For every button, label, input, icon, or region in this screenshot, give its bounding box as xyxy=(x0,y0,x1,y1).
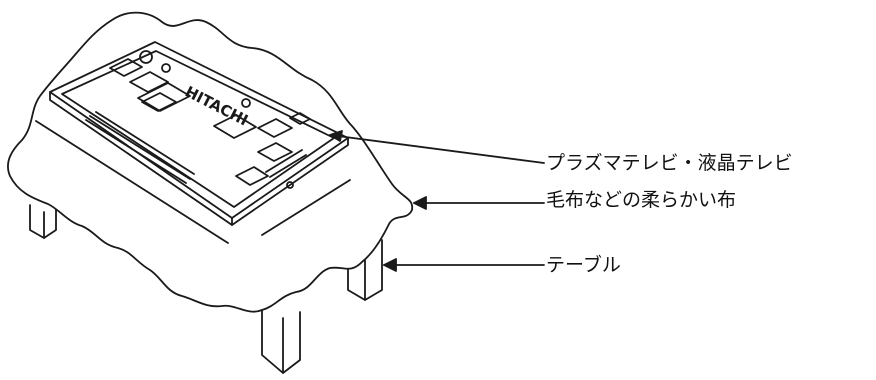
arrow-to-cloth xyxy=(413,196,545,210)
table-leg-front-left xyxy=(29,199,57,239)
arrow-to-tv xyxy=(329,130,545,164)
callout-soft-cloth: 毛布などの柔らかい布 xyxy=(546,189,737,211)
table-leg-front-right xyxy=(261,304,301,374)
callout-tv: プラズマテレビ・液晶テレビ xyxy=(546,152,793,174)
callout-table: テーブル xyxy=(546,254,621,276)
arrow-to-table xyxy=(383,258,545,272)
table-edge-lines xyxy=(35,120,351,244)
